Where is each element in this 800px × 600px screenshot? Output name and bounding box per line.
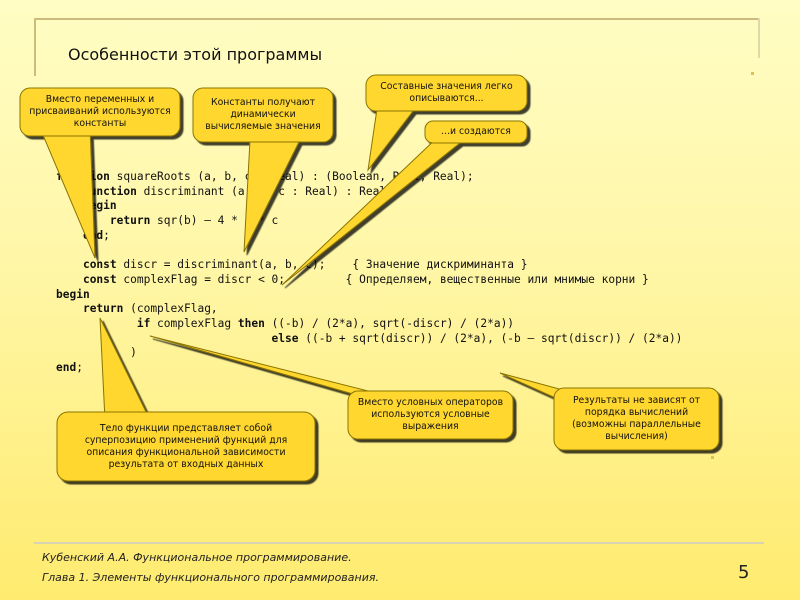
code-line: end; bbox=[56, 361, 83, 374]
code-text: ; bbox=[76, 361, 83, 375]
code-text: ((-b) / (2*a), sqrt(-discr) / (2*a)) bbox=[264, 317, 515, 331]
slide-title: Особенности этой программы bbox=[68, 45, 323, 64]
code-text: complexFlag bbox=[150, 317, 238, 331]
code-text: ((-b + sqrt(discr)) / (2*a), (-b – sqrt(… bbox=[298, 331, 683, 345]
callout-conditional-box bbox=[347, 390, 514, 440]
callout-constants-text: Вместо переменных и присваиваний использ… bbox=[29, 94, 171, 129]
callout-composite-tail bbox=[367, 101, 422, 172]
footer-chapter: Глава 1. Элементы функционального програ… bbox=[42, 571, 379, 584]
code-line: const discr = discriminant(a, b, c); { З… bbox=[56, 258, 528, 271]
code-text: sqr(b) – 4 * a * c bbox=[150, 214, 279, 228]
callout-body-tail bbox=[99, 317, 151, 421]
code-line: begin bbox=[56, 288, 90, 301]
callout-composite-text: Составные значения легко описываются... bbox=[380, 81, 513, 104]
callout-conditional-text: Вместо условных операторов используются … bbox=[357, 397, 504, 432]
decor-dot bbox=[751, 72, 754, 75]
code-keyword: if bbox=[136, 317, 151, 331]
code-line: const complexFlag = discr < 0; { Определ… bbox=[56, 273, 649, 286]
callout-body-box bbox=[56, 411, 316, 482]
callout-dynamic-box bbox=[192, 87, 334, 143]
code-text: (complexFlag, bbox=[123, 302, 218, 316]
code-line: function squareRoots (a, b, c : Real) : … bbox=[56, 170, 474, 183]
code-keyword: begin bbox=[56, 287, 90, 301]
code-keyword: function bbox=[82, 184, 137, 198]
code-keyword: const bbox=[82, 272, 117, 286]
code-keyword: return bbox=[109, 214, 151, 228]
footer-author: Кубенский А.А. Функциональное программир… bbox=[42, 551, 352, 564]
decor-dot bbox=[711, 456, 714, 459]
code-text: ) bbox=[130, 346, 137, 360]
callout-dynamic-text: Константы получают динамически вычисляем… bbox=[205, 97, 321, 132]
code-line: return (complexFlag, bbox=[56, 302, 218, 315]
page-number: 5 bbox=[738, 562, 750, 583]
code-keyword: else bbox=[271, 331, 299, 345]
callout-constants-tail bbox=[39, 127, 96, 259]
code-line: if complexFlag then ((-b) / (2*a), sqrt(… bbox=[56, 317, 514, 330]
callout-order-text: Результаты не зависят от порядка вычисле… bbox=[572, 395, 701, 442]
code-keyword: then bbox=[237, 317, 265, 331]
code-line: ) bbox=[56, 346, 137, 359]
frame-line-right bbox=[758, 18, 760, 58]
callout-composite-box bbox=[365, 74, 528, 112]
callout-body-text: Тело функции представляет собой суперпоз… bbox=[84, 422, 288, 470]
callout-conditional-tail bbox=[149, 335, 389, 397]
frame-line-top bbox=[34, 18, 760, 20]
code-keyword: end bbox=[56, 361, 77, 375]
frame-line-left bbox=[34, 18, 36, 76]
code-text: ; bbox=[103, 228, 110, 242]
code-keyword: const bbox=[82, 258, 117, 272]
code-listing: function squareRoots (a, b, c : Real) : … bbox=[56, 170, 682, 376]
code-keyword: return bbox=[82, 302, 124, 316]
footer-divider bbox=[34, 542, 764, 544]
callout-dynamic-tail bbox=[243, 139, 301, 253]
code-text: squareRoots (a, b, c : Real) : (Boolean,… bbox=[109, 170, 474, 183]
callout-created-box bbox=[424, 120, 528, 144]
callout-constants-box bbox=[19, 87, 181, 137]
callout-order-box bbox=[553, 387, 720, 451]
code-line: else ((-b + sqrt(discr)) / (2*a), (-b – … bbox=[56, 331, 683, 345]
callout-created-text: ...и создаются bbox=[441, 126, 511, 137]
code-text: complexFlag = discr < 0; { Определяем, в… bbox=[116, 272, 649, 286]
code-text: discr = discriminant(a, b, c); { Значени… bbox=[116, 258, 528, 272]
code-line: return sqr(b) – 4 * a * c bbox=[56, 214, 278, 227]
